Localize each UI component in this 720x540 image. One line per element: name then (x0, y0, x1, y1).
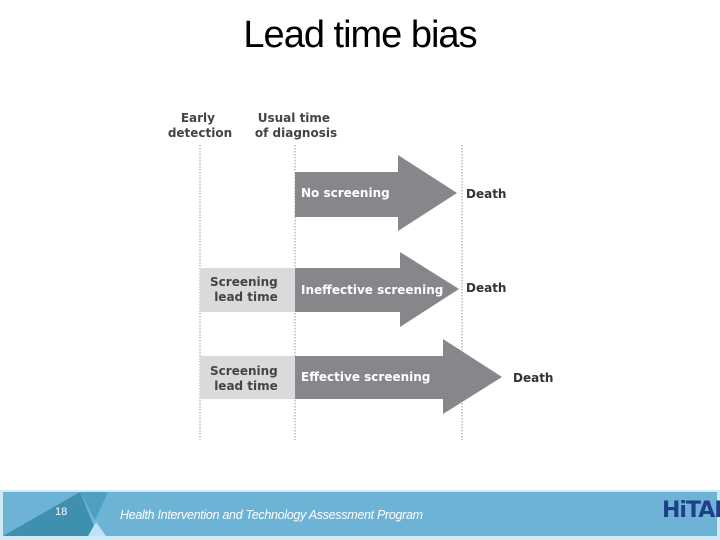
death-label-2: Death (466, 281, 506, 295)
death-label-1: Death (466, 187, 506, 201)
effective-screening-arrow (295, 339, 502, 414)
lead-time-box-2 (200, 356, 295, 399)
footer-decor-dark (3, 492, 98, 536)
effective-screening-label: Effective screening (301, 370, 430, 384)
lead-time-box-1 (200, 268, 295, 312)
no-screening-label: No screening (301, 186, 390, 200)
org-name: Health Intervention and Technology Asses… (120, 508, 423, 522)
footer-decor-light (88, 522, 106, 536)
no-screening-arrow (295, 155, 457, 231)
footer-bar (3, 492, 717, 536)
ineffective-screening-arrow (295, 252, 459, 327)
slide-title: Lead time bias (243, 14, 477, 56)
lead-time-label-1: Screening lead time (210, 275, 282, 304)
usual-diagnosis-label: Usual time of diagnosis (255, 111, 337, 140)
footer-decor-mid (80, 492, 108, 520)
lead-time-label-2: Screening lead time (210, 364, 282, 393)
hitap-logo: HiTAP (662, 498, 720, 523)
ineffective-screening-label: Ineffective screening (301, 283, 443, 297)
death-label-3: Death (513, 371, 553, 385)
page-number: 18 (55, 506, 68, 518)
early-detection-label: Early detection (168, 111, 232, 140)
